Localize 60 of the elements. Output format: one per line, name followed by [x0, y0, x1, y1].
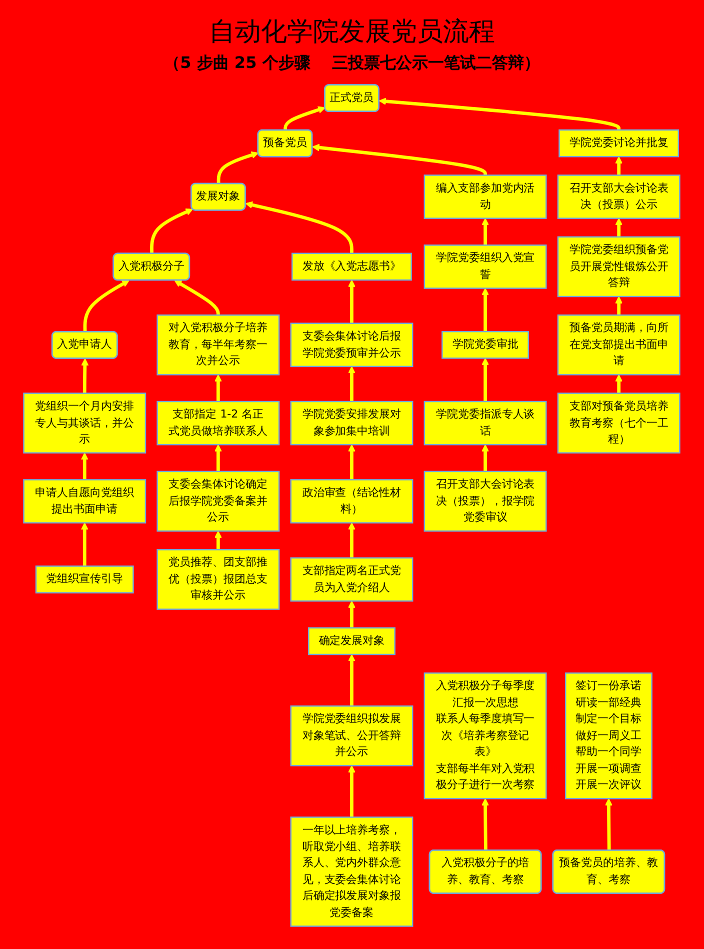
node-box: 编入支部参加党内活动	[424, 174, 548, 219]
node-box: 党员推荐、团支部推优（投票）报团总支审核并公示	[156, 549, 280, 610]
arrow	[605, 798, 613, 851]
node-box: 党组织宣传引导	[36, 566, 134, 594]
node-box: 学院党委组织入党宣誓	[424, 244, 548, 289]
node-box: 召开支部大会讨论表决（投票），报学院党委审议	[424, 470, 548, 532]
arrow	[615, 218, 623, 238]
arrow	[482, 798, 490, 851]
arrow	[312, 144, 488, 176]
node-box: 支部指定两名正式党员为入党介绍人	[290, 557, 414, 602]
node-box: 签订一份承诺 研读一部经典 制定一个目标 做好一周义工 帮助一个同学 开展一项调查 开展一次评议	[565, 672, 653, 800]
node-box: 入党积极分子每季度汇报一次思想 联系人每季度填写一次《培养考察登记表》 支部每半年对入党积极分子进行一次考察	[424, 672, 548, 800]
arrow	[81, 452, 89, 480]
subtitle-note: （5 步曲 25 个步骤 三投票七公示一笔试二答辩）	[164, 53, 540, 74]
node-box: 发放《入党志愿书》	[292, 252, 412, 281]
node-box: 学院党委指派专人谈话	[424, 400, 548, 446]
node-box: 预备党员期满，向所在党支部提出书面申请	[558, 314, 681, 376]
diagram-title: 自动化学院发展党员流程	[209, 16, 495, 49]
arrow	[348, 600, 356, 628]
arrow	[348, 280, 356, 324]
node-box: 党组织一个月内安排专人与其谈话，并公示	[23, 392, 146, 454]
node-box: 学院党委讨论并批复	[558, 129, 680, 158]
node-box: 召开支部大会讨论表决（投票）公示	[558, 174, 681, 219]
node-box: 确定发展对象	[308, 627, 396, 656]
arrow	[81, 358, 89, 394]
arrow	[81, 522, 89, 566]
node-box: 学院党委审批	[442, 330, 530, 359]
arrow	[615, 156, 623, 176]
node-box: 政治审查（结论性材料）	[290, 479, 414, 524]
node-box: 支部对预备党员培养教育考察（七个一工程）	[558, 392, 681, 454]
node-box: 对入党积极分子培养教育，每半年考察一次并公示	[156, 314, 280, 376]
arrow	[482, 218, 490, 246]
node-box: 支委会集体讨论确定后报学院党委备案并公示	[156, 470, 280, 532]
arrow	[348, 654, 356, 706]
arrow	[348, 444, 356, 480]
node-box: 学院党委组织拟发展对象笔试、公开答辩并公示	[290, 705, 414, 766]
arrow	[482, 288, 490, 332]
node-box: 申请人自愿向党组织提出书面申请	[23, 479, 146, 524]
node-box: 支部指定 1-2 名正式党员做培养联系人	[156, 400, 280, 446]
arrow	[348, 522, 356, 558]
node-box: 支委会集体讨论后报学院党委预审并公示	[290, 322, 414, 368]
arrow	[174, 280, 220, 316]
arrow	[348, 765, 356, 818]
node-box: 学院党委安排发展对象参加集中培训	[290, 400, 414, 446]
arrow	[84, 280, 130, 332]
arrow	[482, 444, 490, 472]
arrow	[150, 208, 194, 254]
arrow	[284, 106, 326, 130]
arrow	[214, 374, 222, 402]
arrow	[214, 530, 222, 550]
arrow	[214, 444, 222, 472]
arrow	[482, 358, 490, 402]
node-box: 一年以上培养考察，听取党小组、培养联系人、党内外群众意见，支委会集体讨论后确定拟发展对象报党委备案	[290, 816, 414, 927]
node-box: 学院党委组织预备党员开展党性锻炼公开答辩	[558, 236, 681, 298]
arrow	[615, 374, 623, 394]
arrow	[348, 366, 356, 402]
arrow	[217, 151, 259, 184]
arrow	[246, 201, 354, 254]
arrow	[379, 98, 621, 130]
arrow	[615, 296, 623, 316]
